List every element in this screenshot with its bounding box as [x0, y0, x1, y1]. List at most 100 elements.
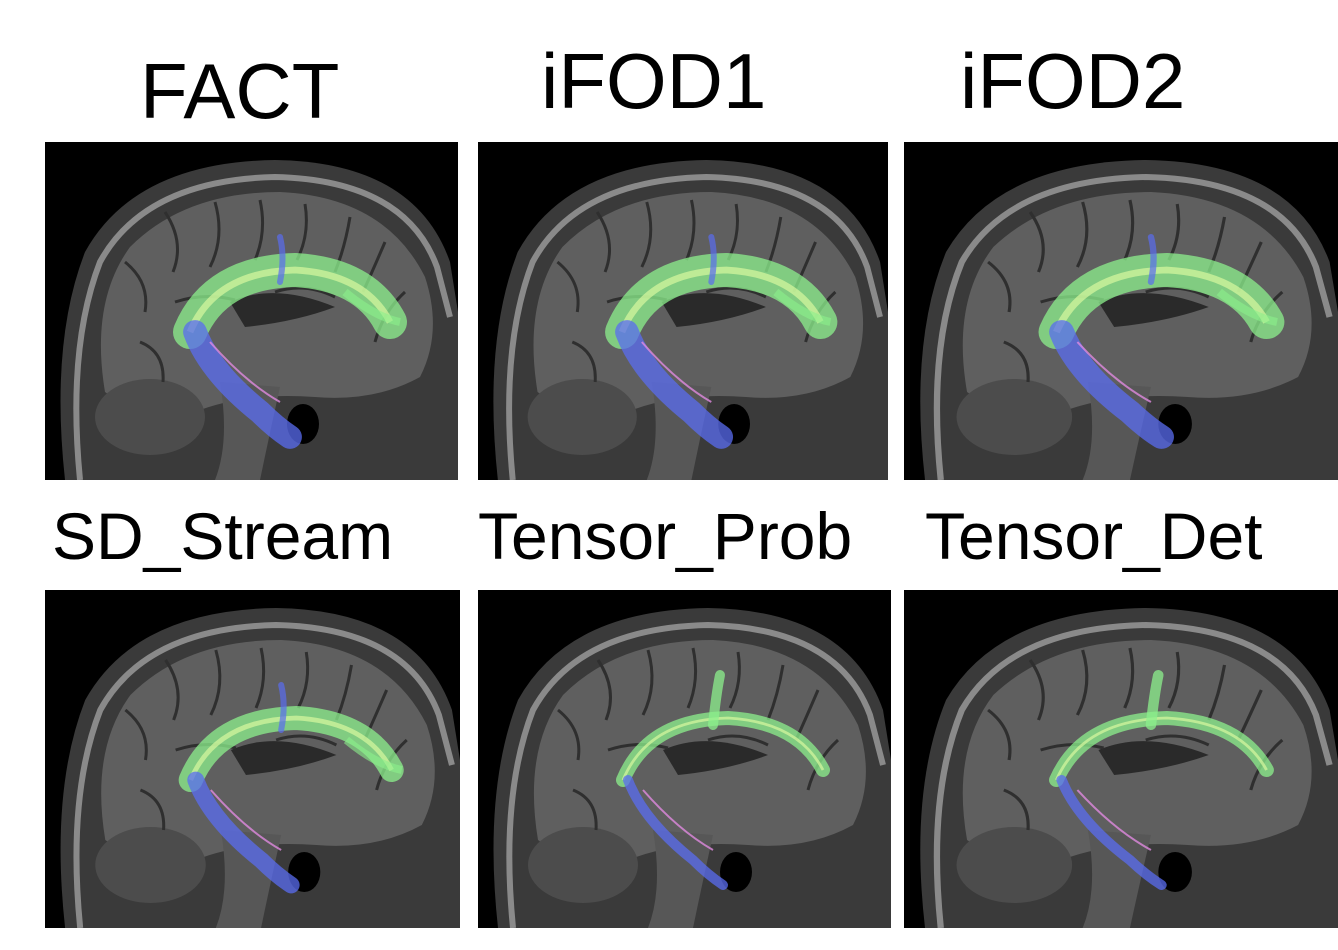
sulcus — [987, 260, 1012, 313]
tract-core — [618, 266, 824, 334]
tract-branch — [708, 670, 725, 730]
tract-descending — [183, 320, 302, 449]
tract-fibers — [210, 789, 282, 851]
sulcus — [728, 651, 741, 709]
brain-panel-tensor-det — [904, 590, 1338, 928]
sulcus — [556, 260, 580, 313]
brain-panel-ifod1 — [478, 142, 888, 480]
tract-core — [186, 266, 394, 334]
tractography-image-fact — [60, 160, 458, 480]
sulcus — [1075, 201, 1089, 268]
sulcus — [705, 286, 767, 299]
tract-branch — [278, 682, 287, 733]
tractography-image-ifod2 — [920, 160, 1338, 480]
tract-descending — [187, 771, 300, 894]
tract-descending — [623, 775, 728, 890]
tract-descending — [1056, 775, 1167, 890]
sulcus — [571, 340, 597, 383]
sinus — [720, 852, 752, 892]
tract-branch — [1145, 670, 1164, 730]
sulcus — [766, 664, 785, 721]
sulcus — [139, 340, 165, 383]
ventricle — [230, 741, 337, 775]
ventricle — [1098, 293, 1209, 327]
sulcus — [595, 211, 611, 273]
panel-title-ifod1: iFOD1 — [541, 37, 767, 125]
sulcus — [685, 199, 696, 261]
sulcus — [1123, 647, 1135, 709]
cerebellum — [956, 827, 1073, 903]
tractography-image-ifod1 — [493, 160, 888, 480]
sulcus — [707, 734, 769, 747]
skull-outline — [933, 621, 1333, 928]
sulcus — [1003, 340, 1030, 383]
sulcus — [1145, 734, 1210, 747]
panel-title-ifod2: iFOD2 — [960, 37, 1186, 125]
brain-panel-ifod2 — [904, 142, 1338, 480]
ventricle — [1098, 741, 1209, 775]
tract-fibers — [641, 341, 712, 403]
tract-frontal-fibers — [343, 736, 403, 774]
sulcus — [1145, 286, 1210, 299]
sulcus — [275, 734, 338, 747]
panel-title-fact: FACT — [140, 47, 340, 135]
cerebellum — [528, 827, 638, 903]
brain-panel-fact — [45, 142, 458, 480]
tract-descending — [615, 320, 734, 449]
sinus — [1158, 852, 1192, 892]
sulcus — [139, 788, 166, 831]
tract-frontal-fibers — [342, 288, 401, 326]
tract-frontal-fibers — [773, 288, 832, 326]
tract-branch — [1147, 234, 1157, 285]
tract-fibers — [1076, 789, 1152, 851]
sulcus — [208, 201, 221, 268]
sulcus — [1123, 199, 1135, 261]
tract-branch — [708, 234, 717, 285]
sulcus — [124, 708, 148, 761]
panel-title-tensor-prob: Tensor_Prob — [478, 499, 853, 573]
ventricle — [661, 293, 766, 327]
sulcus — [640, 201, 653, 268]
tract-descending — [1049, 320, 1174, 449]
cerebellum — [95, 827, 206, 903]
brain-panel-sd-stream — [45, 590, 460, 928]
ventricle — [663, 741, 768, 775]
panel-title-tensor-det: Tensor_Det — [925, 499, 1263, 573]
tract-branch — [277, 234, 286, 285]
skull-outline — [73, 173, 453, 480]
sulcus — [1207, 664, 1227, 721]
tractography-image-tensor-prob — [493, 608, 891, 928]
tractography-image-sd-stream — [60, 608, 460, 928]
sulcus — [557, 708, 581, 761]
tract-core — [621, 716, 825, 781]
sulcus — [1028, 659, 1045, 721]
sulcus — [163, 211, 179, 273]
sulcus — [572, 788, 598, 831]
sulcus — [1028, 211, 1045, 273]
sulcus — [164, 659, 180, 721]
ventricle — [230, 293, 335, 327]
sulcus — [209, 649, 222, 716]
sulcus — [641, 649, 654, 716]
sulcus — [987, 708, 1012, 761]
skull-outline — [73, 621, 455, 928]
tract-fibers — [1076, 341, 1152, 403]
sulcus — [596, 659, 612, 721]
sulcus — [274, 286, 336, 299]
tract-fibers — [642, 789, 714, 851]
sulcus — [1075, 649, 1089, 716]
tract-core — [1055, 716, 1268, 781]
skull-outline — [506, 621, 886, 928]
panel-title-sd-stream: SD_Stream — [52, 499, 394, 573]
sulcus — [686, 647, 698, 709]
tract-fibers — [209, 341, 281, 403]
tract-frontal-fibers — [1216, 288, 1278, 326]
sulcus — [1167, 651, 1181, 709]
sulcus — [296, 651, 310, 709]
cerebellum — [95, 379, 205, 455]
sulcus — [254, 647, 266, 709]
skull-outline — [933, 173, 1333, 480]
sulcus — [253, 199, 265, 261]
brainstem — [648, 830, 713, 928]
cerebellum — [956, 379, 1073, 455]
